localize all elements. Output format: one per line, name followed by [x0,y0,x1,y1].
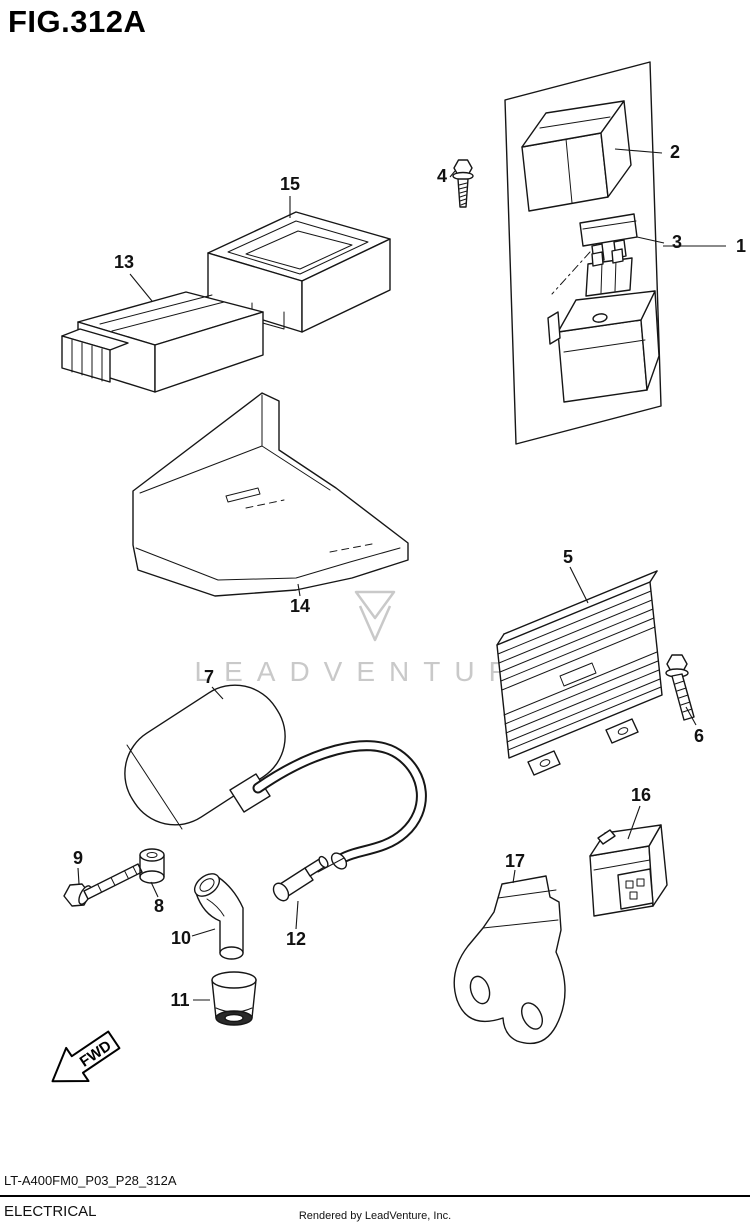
fwd-arrow: FWD [51,1030,121,1083]
part-label-7[interactable]: 7 [203,667,215,687]
part-label-6[interactable]: 6 [693,726,705,746]
part-label-17[interactable]: 17 [504,851,526,871]
part-10-spark-plug-cap-drawing [193,873,244,960]
leader-lines [77,148,726,1001]
section-title: ELECTRICAL [4,1203,97,1220]
part-label-12[interactable]: 12 [285,929,307,949]
part-label-8[interactable]: 8 [153,896,165,916]
part-label-1[interactable]: 1 [735,236,747,256]
part-label-15[interactable]: 15 [279,174,301,194]
part-label-13[interactable]: 13 [113,252,135,272]
part-label-4[interactable]: 4 [436,166,448,186]
footer-divider [0,1195,750,1197]
part-label-11[interactable]: 11 [170,990,190,1010]
part-13-cdi-unit-drawing [61,291,264,393]
part-6-bolt-drawing [665,654,695,721]
watermark-logo-icon [354,590,396,642]
part-4-screw-drawing [452,159,474,208]
part-label-16[interactable]: 16 [630,785,652,805]
part-8-spacer-drawing [139,848,165,884]
part-14-bracket-drawing [132,392,409,597]
part-9-bolt-drawing [63,863,143,907]
part-16-relay-drawing [589,824,668,917]
starter-relay-drawing [547,248,660,403]
part-17-bracket-drawing [453,875,566,1045]
part-label-10[interactable]: 10 [170,928,192,948]
part-label-5[interactable]: 5 [562,547,574,567]
part-label-3[interactable]: 3 [671,232,683,252]
watermark-text: LEADVENTURE [194,656,556,687]
rendered-by-credit: Rendered by LeadVenture, Inc. [298,1210,452,1222]
part-5-regulator-drawing [496,570,663,776]
part-label-9[interactable]: 9 [72,848,84,868]
part-7-ignition-coil-drawing [124,684,427,873]
part-label-14[interactable]: 14 [289,596,311,616]
part-12-joint-drawing [272,855,329,902]
figure-title: FIG.312A [8,4,147,39]
part-15-cover-drawing [207,211,391,333]
part-2-relay-cover-drawing [521,100,632,212]
document-code: LT-A400FM0_P03_P28_312A [4,1173,177,1188]
part-1-assembly-box [504,61,662,445]
part-11-boot-drawing [211,971,257,1026]
part-label-2[interactable]: 2 [669,142,681,162]
